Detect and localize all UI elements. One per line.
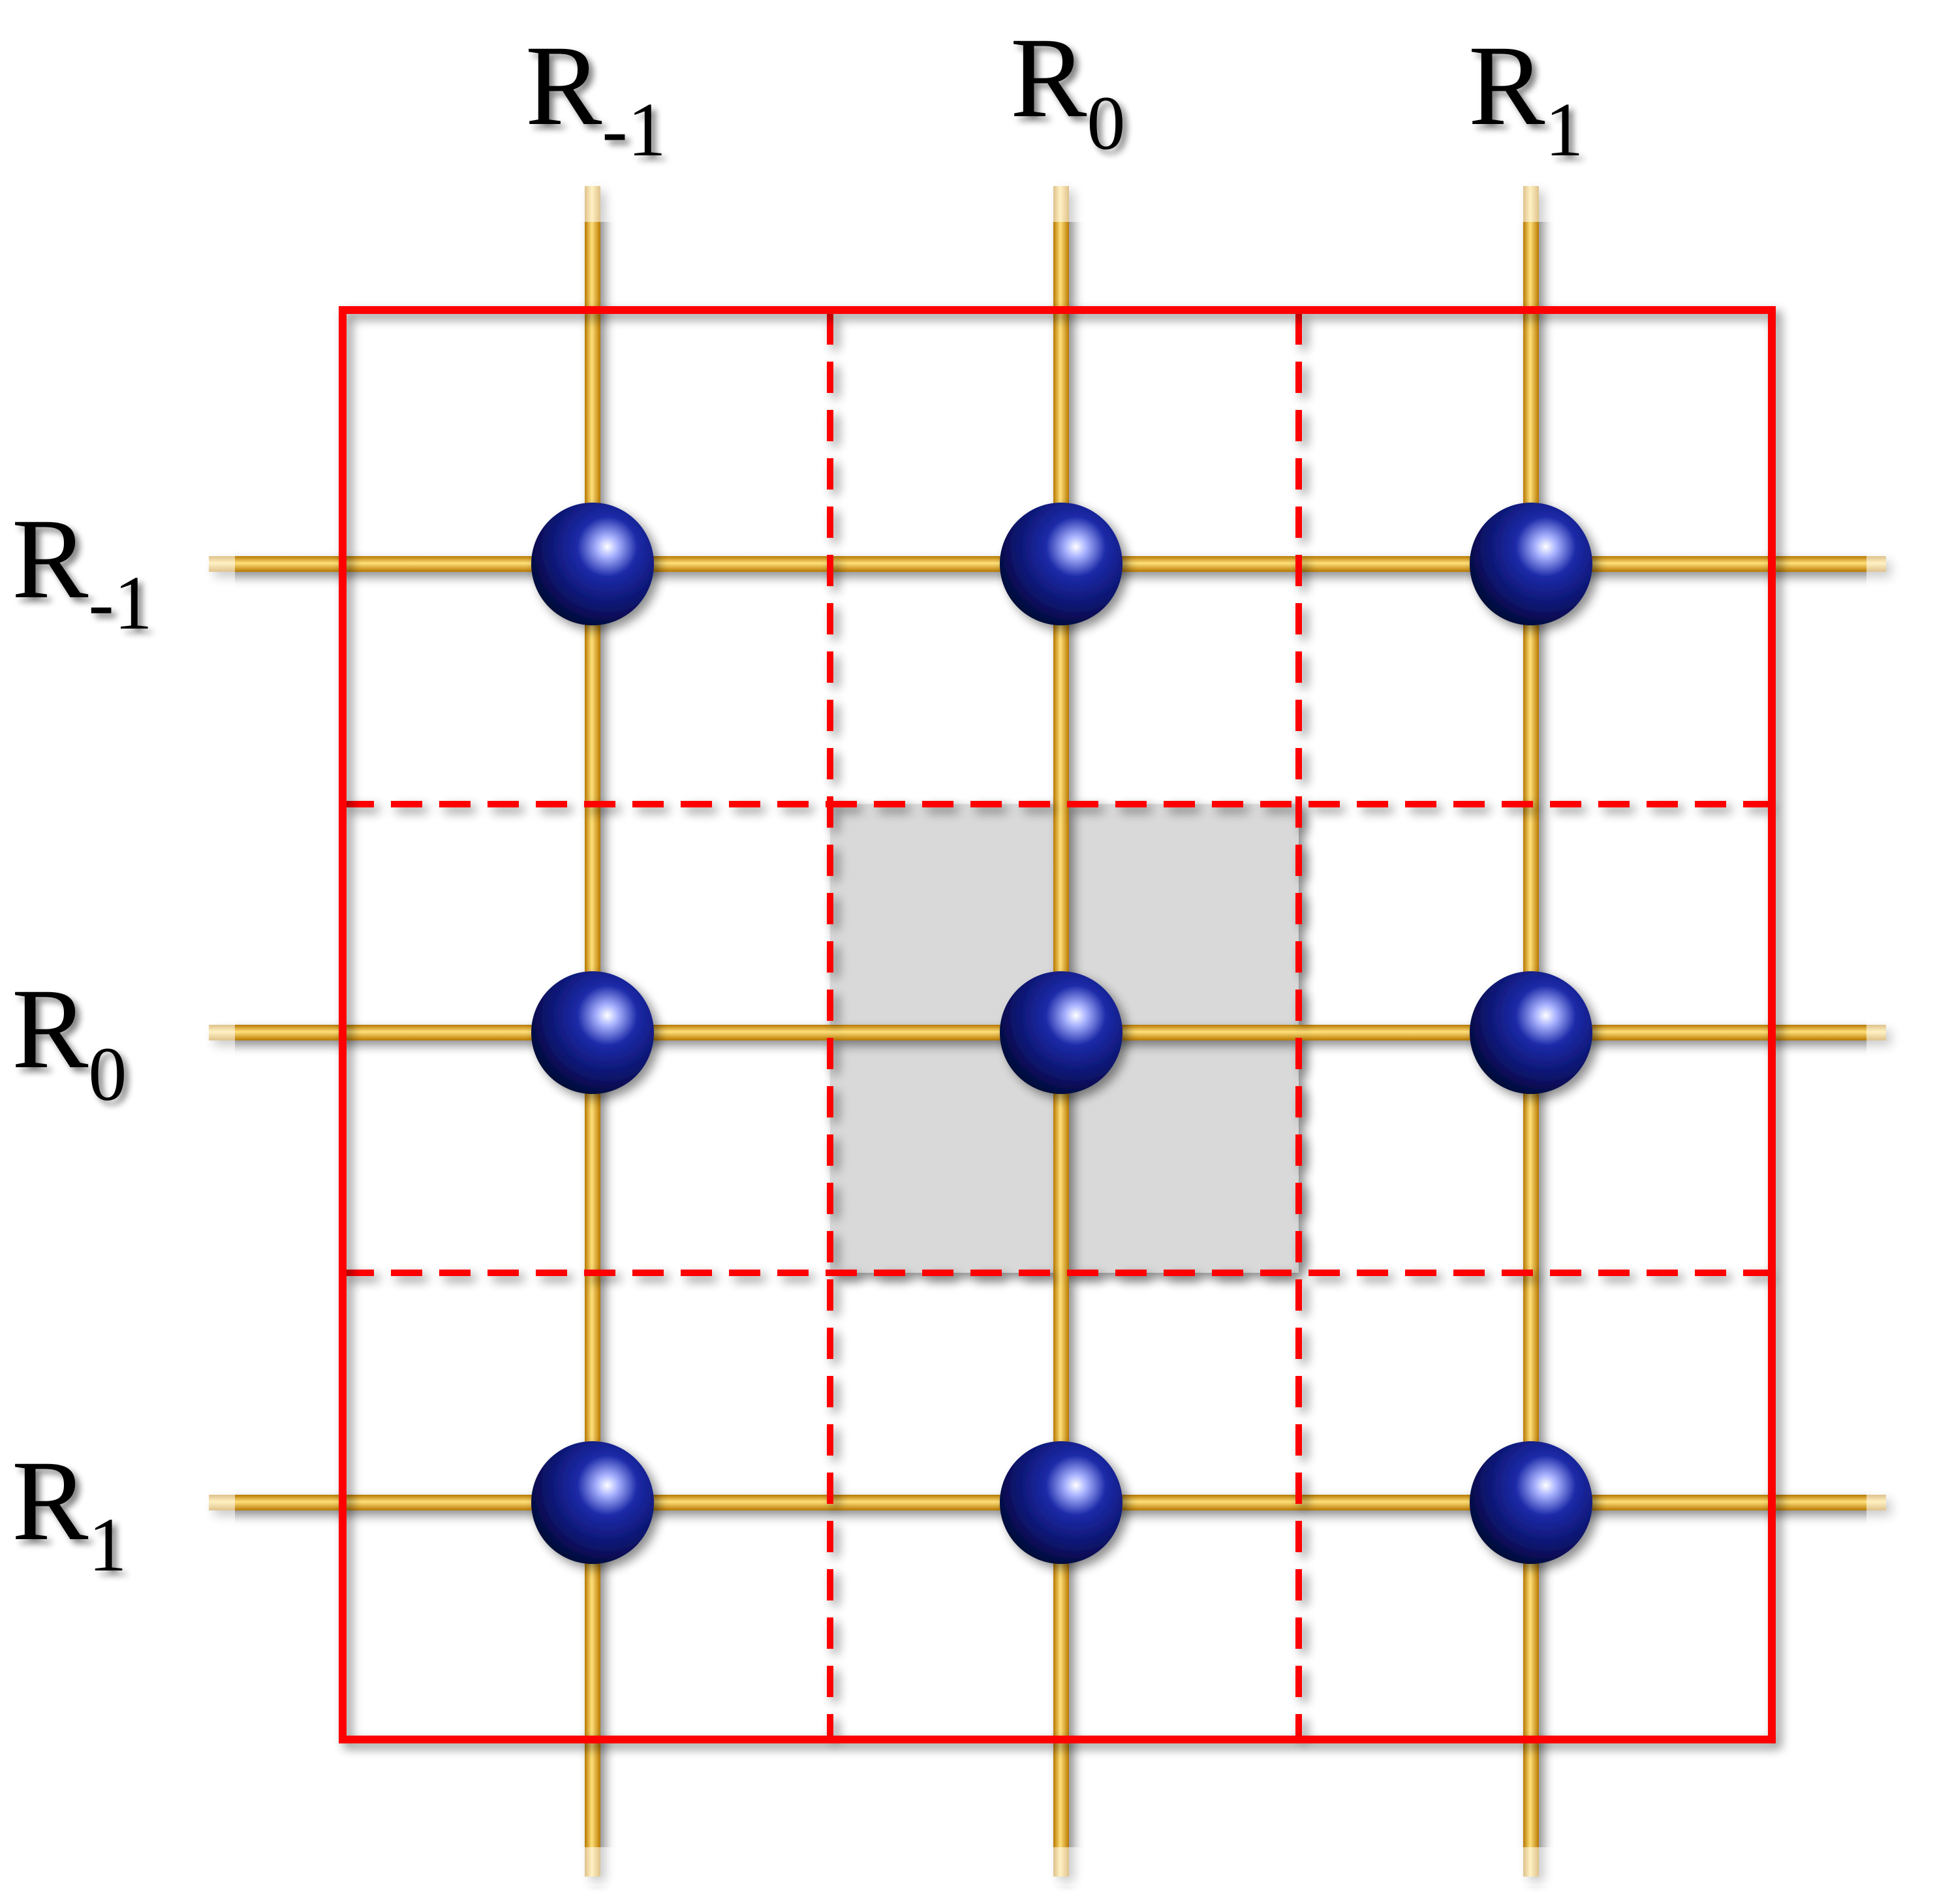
atom <box>1000 1441 1122 1564</box>
atom <box>1470 503 1592 625</box>
atom <box>1470 971 1592 1094</box>
cell-dividers <box>343 313 1769 1738</box>
atom <box>1000 503 1122 625</box>
atom-central <box>1000 971 1122 1094</box>
atom <box>531 503 654 625</box>
row-label-0: R-1 <box>12 495 153 646</box>
row-label-2: R1 <box>12 1437 127 1587</box>
row-label-1: R0 <box>12 965 127 1117</box>
atom <box>1470 1441 1592 1564</box>
supercell-boundary <box>339 306 1776 1743</box>
atoms <box>531 503 1592 1564</box>
atom <box>531 1441 654 1564</box>
column-label-1: R0 <box>1010 14 1125 166</box>
bond-fades <box>196 183 1906 1886</box>
column-label-0: R-1 <box>525 22 666 172</box>
column-label-2: R1 <box>1468 22 1583 172</box>
atom <box>531 971 654 1094</box>
